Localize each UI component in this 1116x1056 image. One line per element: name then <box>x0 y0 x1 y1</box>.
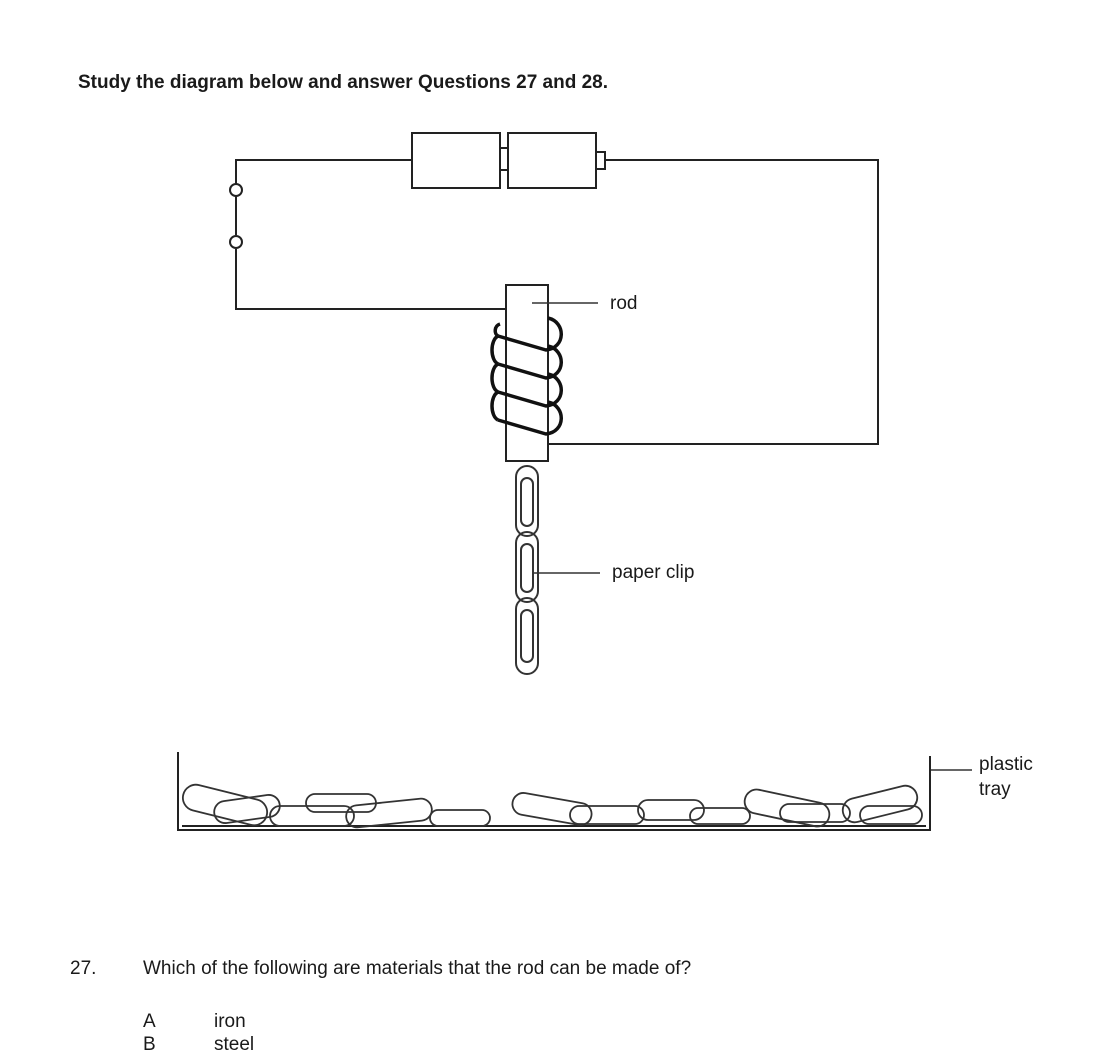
rod <box>505 284 549 462</box>
wire-bottom-left <box>235 249 506 310</box>
option-b-text: steel <box>214 1034 255 1055</box>
switch-terminal-top <box>229 183 243 197</box>
paper-clip-label: paper clip <box>612 562 695 583</box>
wire-right <box>548 159 879 445</box>
instruction-text: Study the diagram below and answer Quest… <box>78 72 609 93</box>
option-a-text: iron <box>214 1011 246 1032</box>
coil <box>490 316 563 436</box>
plastic-tray <box>177 752 931 831</box>
battery-terminal-left <box>499 147 509 171</box>
tray-paper-clips <box>181 783 923 829</box>
question-text: Which of the following are materials tha… <box>143 958 692 979</box>
tray-label-line2: tray <box>979 779 1011 800</box>
hanging-paper-clips <box>515 465 539 675</box>
question-number: 27. <box>70 958 97 979</box>
battery-terminal-right <box>595 151 606 170</box>
option-b-letter: B <box>143 1034 156 1055</box>
switch-terminal-bottom <box>229 235 243 249</box>
option-a-letter: A <box>143 1011 156 1032</box>
battery-cell-right <box>507 132 597 189</box>
tray-label-line1: plastic <box>979 754 1033 775</box>
battery-cell-left <box>411 132 501 189</box>
rod-label: rod <box>610 293 638 314</box>
wire-top-left <box>235 159 412 184</box>
